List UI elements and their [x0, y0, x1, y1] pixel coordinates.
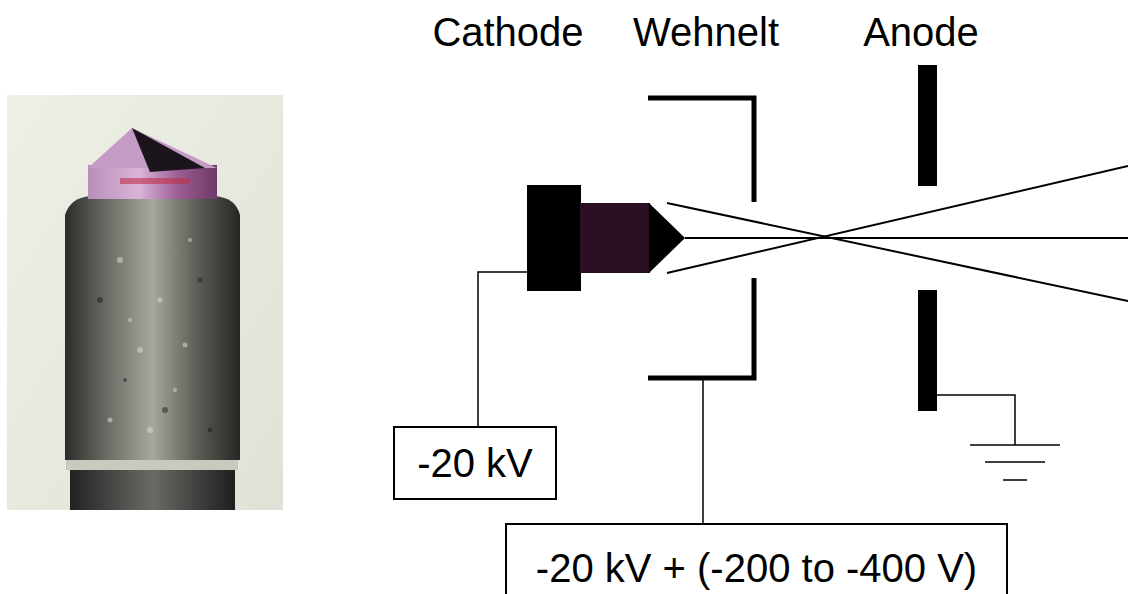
voltage-box: -20 kV + (-200 to -400 V): [505, 523, 1008, 594]
cathode-crystal: [580, 203, 650, 273]
wire: [478, 272, 1015, 524]
cathode-holder: [527, 185, 581, 291]
electron-beam: [667, 166, 1128, 301]
cathode-photo: [7, 95, 283, 510]
cathode-tip: [649, 203, 685, 273]
part-label: Wehnelt: [633, 9, 779, 55]
wehnelt-electrode: [648, 98, 754, 378]
voltage-text: -20 kV: [417, 440, 533, 486]
voltage-box: -20 kV: [393, 426, 557, 500]
anode-plate: [918, 65, 937, 186]
part-label: Anode: [863, 9, 979, 55]
ground-symbol: [970, 445, 1060, 480]
part-label: Cathode: [432, 9, 583, 55]
voltage-text: -20 kV + (-200 to -400 V): [536, 545, 977, 591]
anode-plate: [918, 290, 937, 411]
